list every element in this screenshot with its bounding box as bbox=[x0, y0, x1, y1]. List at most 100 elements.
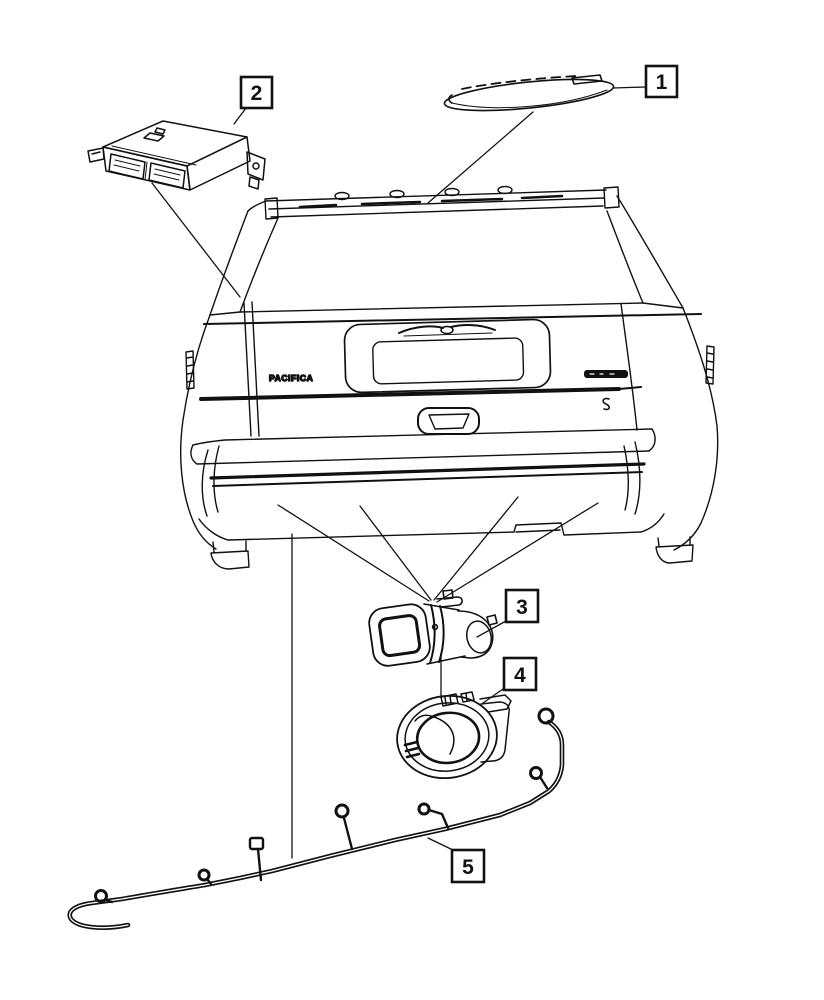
bar-stud bbox=[444, 187, 460, 197]
harness-connector-left-end bbox=[94, 889, 108, 903]
bumper-bottom-edge bbox=[227, 522, 642, 541]
module-left-ear bbox=[87, 147, 105, 163]
body-left-edge bbox=[180, 314, 217, 550]
bumper-trough-left-corner bbox=[190, 444, 198, 465]
leader-callout2 bbox=[233, 107, 247, 125]
liftgate-left-inner bbox=[251, 301, 260, 437]
module-right-face bbox=[186, 136, 251, 191]
callout-5-number[interactable]: 5 bbox=[462, 856, 474, 879]
bumper-crease-right-2 bbox=[623, 445, 629, 511]
applique-clip-dashes bbox=[461, 75, 577, 90]
harness-connector-2 bbox=[248, 836, 265, 851]
callout-1[interactable]: 1 bbox=[644, 64, 679, 99]
callout-1-number[interactable]: 1 bbox=[656, 71, 668, 94]
belt-line bbox=[203, 313, 702, 325]
part-liftgate-applique[interactable] bbox=[443, 73, 615, 116]
callouts: 1 2 3 4 5 bbox=[239, 64, 679, 884]
right-taillight bbox=[705, 345, 715, 385]
harness-connector-5 bbox=[529, 766, 543, 780]
rear-bumper bbox=[190, 428, 694, 570]
right-pillar-outer bbox=[616, 195, 684, 309]
pacifica-badge: PACIFICA bbox=[269, 373, 313, 383]
harness-connector-right-end bbox=[537, 707, 555, 725]
bumper-bottom-left-corner bbox=[198, 518, 229, 541]
left-bumper-foot bbox=[210, 540, 250, 570]
leader-bumper-to-sensor-3 bbox=[433, 496, 519, 601]
liftgate-shadow-band-end bbox=[618, 386, 642, 390]
module-top-face[interactable] bbox=[102, 120, 248, 167]
sensor-clip bbox=[436, 589, 463, 608]
bar-trim-dashes bbox=[298, 194, 564, 209]
bumper-crease-left-2 bbox=[213, 445, 220, 513]
callout-4-number[interactable]: 4 bbox=[514, 664, 526, 687]
bar-stud bbox=[497, 185, 513, 195]
bumper-trough-top bbox=[192, 428, 653, 446]
shelf-left bbox=[209, 311, 241, 316]
bar-stud bbox=[334, 191, 350, 201]
bumper-bottom-right-corner bbox=[640, 513, 665, 533]
part-park-assist-sensor[interactable] bbox=[367, 589, 498, 668]
leader-callout1 bbox=[612, 86, 646, 89]
leader-lines bbox=[151, 86, 646, 859]
plate-recess-inner bbox=[372, 337, 525, 385]
sensor-connector-end bbox=[465, 620, 493, 654]
bumper-crease-right-1 bbox=[634, 441, 641, 515]
applique-left-tip bbox=[448, 94, 453, 104]
harness-connector-1 bbox=[197, 868, 211, 882]
chrysler-wing-emblem bbox=[398, 324, 496, 337]
leader-callout5 bbox=[427, 837, 456, 852]
license-plate-area: PACIFICA bbox=[268, 318, 628, 435]
leader-bumper-to-sensor-1 bbox=[277, 504, 430, 602]
bezel-hatch-pad bbox=[403, 740, 421, 759]
bezel-housing bbox=[480, 701, 510, 763]
module-connector-b bbox=[148, 162, 186, 189]
liftgate-panel bbox=[199, 301, 642, 437]
callout-2-number[interactable]: 2 bbox=[251, 82, 263, 105]
part-wiring-harness[interactable] bbox=[67, 707, 565, 930]
body-sides bbox=[180, 307, 719, 551]
harness-stem-2 bbox=[256, 847, 263, 882]
bezel-ring-inner bbox=[415, 711, 481, 765]
part-sensor-bezel[interactable] bbox=[392, 690, 512, 784]
harness-stem-5 bbox=[538, 775, 549, 790]
sensor-face-outer[interactable] bbox=[367, 602, 432, 667]
part-park-assist-module[interactable] bbox=[87, 120, 266, 191]
trim-badge bbox=[584, 370, 628, 378]
callout-3[interactable]: 3 bbox=[504, 588, 540, 624]
bar-mid-line bbox=[268, 197, 605, 210]
module-divider bbox=[144, 161, 148, 181]
bezel-clip-arm bbox=[479, 694, 512, 713]
sensor-latch bbox=[486, 614, 498, 626]
liftgate-shadow-band bbox=[199, 387, 621, 401]
module-top-ridge bbox=[111, 145, 197, 166]
leader-bumper-to-sensor-4 bbox=[436, 502, 599, 603]
applique-inner-edge bbox=[451, 89, 608, 109]
bar-bottom-line bbox=[270, 205, 604, 218]
harness-connector-4 bbox=[417, 802, 431, 816]
harness-stem-3 bbox=[342, 816, 354, 851]
liftgate-handle-inner bbox=[428, 413, 470, 430]
callout-2[interactable]: 2 bbox=[239, 75, 274, 110]
bumper-seam-lower bbox=[212, 471, 643, 487]
module-right-bracket bbox=[246, 151, 266, 190]
left-pillar-outer bbox=[209, 210, 249, 316]
harness-left-stem bbox=[104, 898, 114, 904]
callout-4[interactable]: 4 bbox=[502, 656, 538, 692]
rear-glass-and-pillars bbox=[209, 195, 684, 316]
sensor-face-inner bbox=[378, 614, 422, 658]
left-taillight bbox=[185, 350, 195, 390]
callout-3-number[interactable]: 3 bbox=[516, 596, 528, 619]
shelf-right bbox=[642, 302, 684, 309]
leader-callout4 bbox=[482, 688, 504, 704]
leader-bumper-to-sensor-2 bbox=[359, 505, 432, 601]
applique-body[interactable] bbox=[443, 73, 615, 116]
harness-stem-4 bbox=[427, 808, 450, 830]
sensor-connector-barrel bbox=[457, 610, 494, 659]
roofline-left bbox=[247, 200, 267, 212]
harness-connector-3 bbox=[334, 803, 350, 819]
body-right-edge bbox=[673, 307, 719, 551]
vehicle-rear-view: PACIFICA bbox=[180, 185, 719, 570]
harness-main-run[interactable] bbox=[67, 719, 565, 930]
callout-5[interactable]: 5 bbox=[450, 848, 486, 884]
